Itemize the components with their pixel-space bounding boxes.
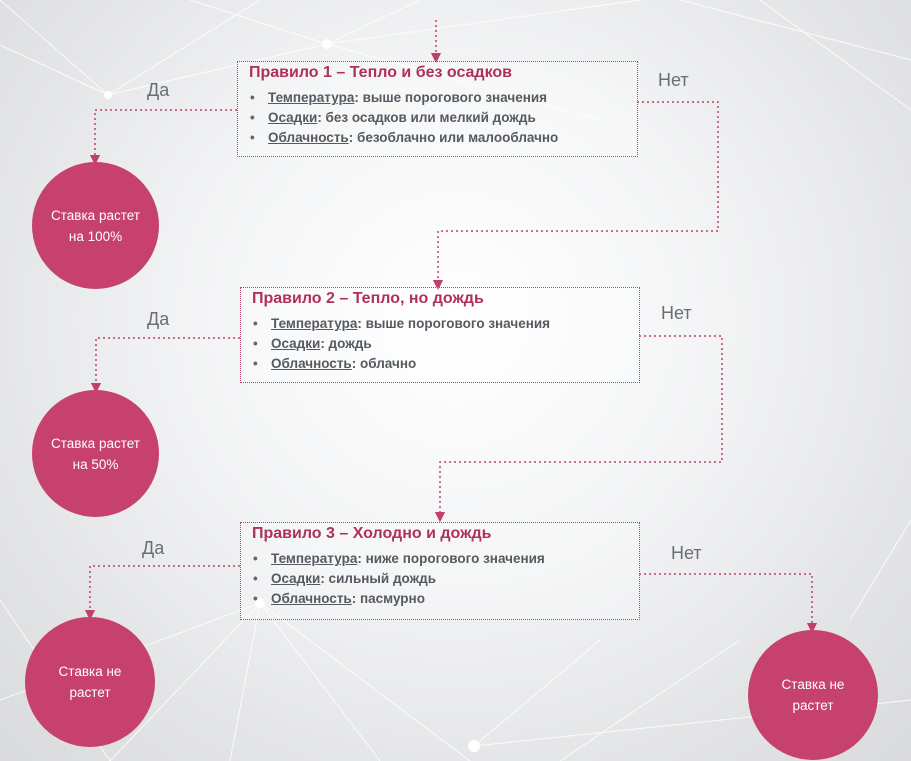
rule3-no-label: Нет: [671, 543, 702, 563]
rule1-no-label: Нет: [658, 70, 689, 90]
rule1-yes-connector: [89, 109, 237, 166]
condition-item: • Облачность: облачно: [253, 354, 550, 374]
outcome-text: Ставка растет на 50%: [51, 435, 140, 472]
outcome-circle-no-growth-left: Ставка не растет: [25, 617, 155, 747]
bullet-icon: •: [250, 130, 255, 145]
bullet-icon: •: [253, 356, 258, 371]
condition-key: Облачность: [271, 591, 352, 606]
condition-value: : сильный дождь: [320, 571, 437, 586]
condition-value: : облачно: [351, 356, 417, 371]
rule-1-box: Правило 1 – Тепло и без осадков • Темпера…: [237, 61, 638, 157]
condition-key: Облачность: [271, 356, 352, 371]
bullet-icon: •: [250, 110, 255, 125]
rule3-no-connector: [639, 573, 818, 634]
condition-key: Температура: [271, 551, 358, 566]
condition-item: • Температура: выше порогового значения: [253, 314, 550, 334]
bullet-icon: •: [253, 316, 258, 331]
rule2-yes-connector: [90, 337, 240, 394]
rule2-no-connector: [434, 335, 723, 523]
bullet-icon: •: [253, 591, 258, 606]
bullet-icon: •: [253, 336, 258, 351]
rule3-yes-connector: [84, 565, 240, 621]
condition-key: Осадки: [271, 336, 321, 351]
outcome-text: Ставка не растет: [58, 664, 122, 700]
condition-item: • Осадки: без осадков или мелкий дождь: [250, 108, 558, 128]
outcome-text: Ставка не растет: [781, 677, 845, 713]
outcome-circle-no-growth-right: Ставка не растет: [748, 630, 878, 760]
condition-value: : ниже порогового значения: [357, 551, 545, 566]
rule2-no-label: Нет: [661, 303, 692, 323]
condition-item: • Осадки: сильный дождь: [253, 569, 545, 589]
condition-value: : безоблачно или малооблачно: [348, 130, 559, 145]
rule-1-conditions: • Температура: выше порогового значения •…: [250, 88, 558, 148]
rule2-yes-label: Да: [147, 309, 170, 329]
condition-item: • Температура: выше порогового значения: [250, 88, 558, 108]
rule1-no-connector: [432, 101, 719, 291]
outcome-circle-100: Ставка растет на 100%: [32, 162, 159, 289]
condition-item: • Облачность: пасмурно: [253, 589, 545, 609]
condition-key: Осадки: [271, 571, 321, 586]
bullet-icon: •: [250, 90, 255, 105]
condition-key: Осадки: [268, 110, 318, 125]
condition-value: : выше порогового значения: [357, 316, 551, 331]
rule-2-title: Правило 2 – Тепло, но дождь: [252, 290, 484, 307]
condition-value: : дождь: [320, 336, 372, 351]
condition-item: • Температура: ниже порогового значения: [253, 549, 545, 569]
condition-value: : без осадков или мелкий дождь: [317, 110, 536, 125]
condition-key: Температура: [271, 316, 358, 331]
rule-3-title: Правило 3 – Холодно и дождь: [252, 525, 492, 542]
rule-1-title: Правило 1 – Тепло и без осадков: [249, 64, 512, 81]
rule-2-box: Правило 2 – Тепло, но дождь • Температура…: [240, 287, 640, 383]
bullet-icon: •: [253, 551, 258, 566]
condition-value: : пасмурно: [351, 591, 425, 606]
condition-key: Температура: [268, 90, 355, 105]
condition-item: • Облачность: безоблачно или малооблачно: [250, 128, 558, 148]
rule3-yes-label: Да: [142, 538, 165, 558]
condition-value: : выше порогового значения: [354, 90, 548, 105]
outcome-circle-50: Ставка растет на 50%: [32, 390, 159, 517]
outcome-text: Ставка растет на 100%: [51, 207, 140, 244]
rule-3-box: Правило 3 – Холодно и дождь • Температура…: [240, 522, 640, 620]
bullet-icon: •: [253, 571, 258, 586]
rule-2-conditions: • Температура: выше порогового значения •…: [253, 314, 550, 374]
condition-item: • Осадки: дождь: [253, 334, 550, 354]
rule-3-conditions: • Температура: ниже порогового значения •…: [253, 549, 545, 609]
rule1-yes-label: Да: [147, 80, 170, 100]
condition-key: Облачность: [268, 130, 349, 145]
